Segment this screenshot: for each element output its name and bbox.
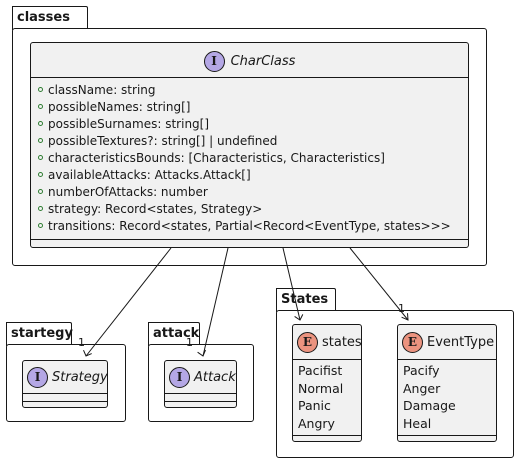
enum-states-divider	[293, 359, 361, 360]
field-row: className: string	[38, 81, 451, 98]
public-visibility-icon	[38, 189, 43, 194]
field-row: possibleTextures?: string[] | undefined	[38, 132, 451, 149]
class-attack-divider	[165, 393, 236, 394]
arrowhead-states	[294, 314, 304, 321]
enum-states[interactable]: E states Pacifist Normal Panic Angry	[292, 324, 362, 442]
class-strategy[interactable]: I Strategy	[22, 360, 108, 408]
edge-charclass-eventtype[interactable]	[349, 247, 409, 321]
interface-icon: I	[203, 50, 225, 72]
enum-eventtype-method-divider	[398, 435, 496, 436]
arrowhead-eventtype	[401, 313, 409, 321]
class-strategy-name: Strategy	[52, 369, 108, 385]
public-visibility-icon	[38, 223, 43, 228]
enum-item: Pacifist	[298, 363, 343, 378]
package-tab-attack: attack	[148, 322, 200, 346]
edge-charclass-strategy[interactable]	[85, 247, 172, 357]
edge-charclass-states[interactable]	[282, 247, 301, 321]
class-charclass-name: CharClass	[230, 53, 296, 69]
enum-eventtype-header: E EventType	[398, 325, 496, 359]
class-strategy-divider	[23, 393, 107, 394]
enum-states-method-divider	[293, 435, 361, 436]
enum-icon: E	[402, 331, 423, 353]
enum-eventtype[interactable]: E EventType Pacify Anger Damage Heal	[397, 324, 497, 442]
enum-item: Panic	[298, 398, 331, 413]
arrowhead-attack	[197, 349, 206, 357]
enum-item: Angry	[298, 415, 335, 431]
enum-item: Damage	[403, 398, 456, 413]
class-attack[interactable]: I Attack	[164, 360, 237, 408]
interface-icon: I	[169, 366, 190, 388]
field-row: transitions: Record<states, Partial<Reco…	[38, 217, 451, 234]
enum-item: Anger	[403, 380, 441, 396]
enum-eventtype-items: Pacify Anger Damage Heal	[403, 362, 456, 432]
public-visibility-icon	[38, 121, 43, 126]
public-visibility-icon	[38, 138, 43, 143]
enum-states-name: states	[322, 334, 362, 350]
class-attack-method-divider	[165, 401, 236, 402]
field-row: possibleSurnames: string[]	[38, 115, 451, 132]
field-row: characteristicsBounds: [Characteristics,…	[38, 149, 451, 166]
class-charclass-method-divider	[31, 239, 468, 240]
public-visibility-icon	[38, 155, 43, 160]
enum-eventtype-divider	[398, 359, 496, 360]
field-row: numberOfAttacks: number	[38, 183, 451, 200]
enum-states-header: E states	[293, 325, 362, 359]
field-row: availableAttacks: Attacks.Attack[]	[38, 166, 451, 183]
enum-item: Normal	[298, 380, 344, 396]
arrowhead-strategy	[83, 350, 92, 357]
class-strategy-method-divider	[23, 401, 107, 402]
enum-item: Pacify	[403, 363, 440, 378]
class-charclass-header: I CharClass	[31, 44, 468, 78]
class-charclass-divider	[31, 77, 468, 78]
multiplicity-label-strategy: 1	[78, 336, 85, 349]
class-strategy-header: I Strategy	[23, 361, 108, 393]
edge-charclass-attack[interactable]	[202, 247, 229, 357]
public-visibility-icon	[38, 206, 43, 211]
class-charclass[interactable]: I CharClass className: string possibleNa…	[30, 42, 469, 248]
public-visibility-icon	[38, 104, 43, 109]
package-tab-classes: classes	[12, 6, 88, 30]
public-visibility-icon	[38, 172, 43, 177]
package-label-startegy: startegy	[11, 326, 73, 341]
class-attack-name: Attack	[194, 369, 236, 385]
package-tab-startegy: startegy	[6, 322, 73, 346]
package-label-classes: classes	[17, 10, 70, 25]
field-row: strategy: Record<states, Strategy>	[38, 200, 451, 217]
enum-icon: E	[297, 331, 318, 353]
class-attack-header: I Attack	[165, 361, 236, 393]
package-label-states: States	[281, 292, 329, 307]
package-tab-states: States	[276, 288, 336, 312]
enum-item: Heal	[403, 415, 432, 431]
enum-states-items: Pacifist Normal Panic Angry	[298, 362, 343, 432]
class-charclass-fields: className: string possibleNames: string[…	[38, 81, 451, 234]
multiplicity-label-attack: 1	[186, 336, 193, 349]
public-visibility-icon	[38, 87, 43, 92]
package-label-attack: attack	[153, 326, 200, 341]
field-row: possibleNames: string[]	[38, 98, 451, 115]
multiplicity-label-eventtype: 1	[398, 302, 405, 315]
enum-eventtype-name: EventType	[427, 334, 495, 350]
interface-icon: I	[27, 366, 48, 388]
